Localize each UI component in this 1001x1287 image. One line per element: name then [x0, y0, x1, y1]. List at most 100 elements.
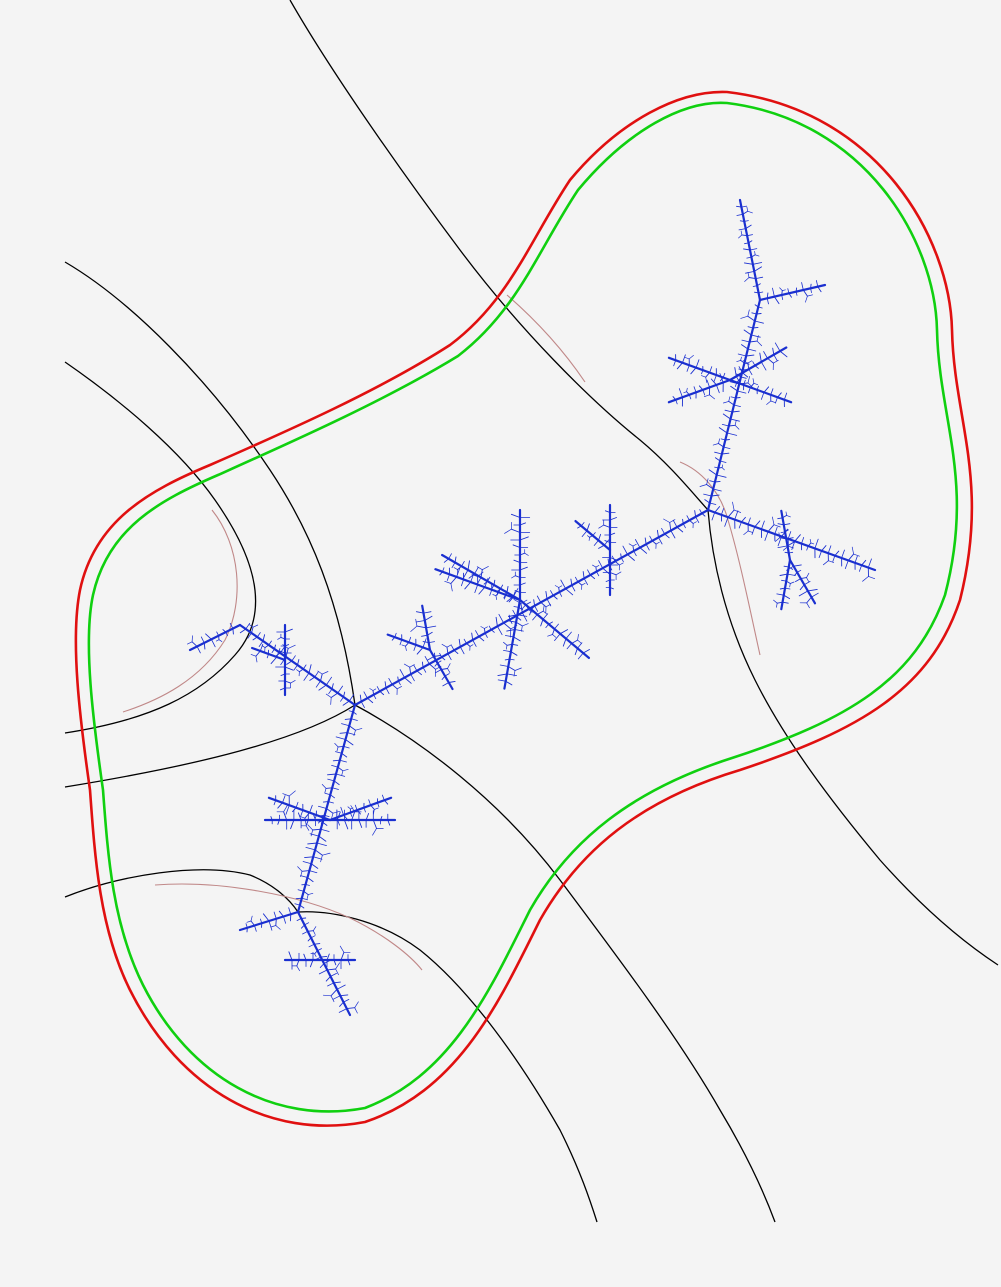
dendrite-segment: [699, 509, 703, 514]
dendrite-segment: [505, 644, 508, 650]
dendrite-segment: [723, 401, 730, 404]
dendrite-segment: [519, 522, 526, 526]
dendrite-segment: [799, 584, 805, 591]
dendrite-segment: [454, 556, 457, 563]
dendrite-segment: [399, 639, 403, 646]
external-ray-bottom: [297, 911, 598, 1223]
dendrite-segment: [859, 564, 862, 572]
dendrite-segment: [780, 531, 786, 533]
dendrite-segment: [730, 418, 740, 422]
dendrite-segment: [560, 579, 566, 590]
dendrite-segment: [397, 680, 401, 686]
dendrite-segment: [785, 511, 787, 516]
dendrite-segment: [756, 283, 761, 287]
dendrite-segment: [793, 564, 802, 567]
dendrite-segment: [738, 521, 742, 529]
dendrite-segment: [782, 601, 789, 604]
dendrite-segment: [510, 651, 518, 656]
dendrite-segment: [777, 392, 782, 398]
dendrite-segment: [310, 863, 319, 869]
dendrite-segment: [619, 562, 624, 566]
dendrite-segment: [809, 539, 812, 544]
dendrite-segment: [832, 555, 836, 562]
dendrite-segment: [340, 696, 344, 702]
dendrite-segment: [764, 531, 769, 541]
dendrite-segment: [675, 399, 678, 405]
dendrite-segment: [504, 635, 514, 638]
dendrite-segment: [434, 669, 442, 674]
dendrite-segment: [354, 1007, 358, 1014]
dendrite-segment: [332, 810, 341, 814]
dendrite-segment: [507, 666, 516, 671]
dendrite-segment: [728, 400, 735, 406]
dendrite-segment: [416, 670, 422, 676]
dendrite-segment: [277, 802, 283, 809]
dendrite-segment: [756, 313, 762, 315]
dendrite-segment: [787, 531, 792, 540]
dendrite-segment: [781, 294, 784, 301]
dendrite-segment: [598, 533, 602, 541]
dendrite-segment: [778, 532, 781, 539]
dendrite-segment: [552, 628, 555, 635]
dendrite-segment: [474, 566, 479, 575]
dendrite-segment: [806, 545, 809, 551]
dendrite-segment: [352, 711, 357, 715]
dendrite-segment: [326, 968, 337, 971]
dendrite-segment: [503, 622, 512, 630]
dendrite-segment: [706, 508, 877, 572]
dendrite-segment: [661, 528, 665, 535]
dendrite-segment: [807, 294, 814, 297]
dendrite-segment: [239, 628, 247, 634]
dendrite-segment: [701, 512, 706, 517]
dendrite-segment: [774, 537, 781, 542]
dendrite-segment: [779, 350, 788, 358]
dendrite-segment: [475, 630, 480, 637]
dendrite-segment: [335, 773, 346, 777]
dendrite-segment: [714, 480, 721, 483]
dendrite-segment: [615, 571, 622, 576]
dendrite-segment: [783, 523, 791, 526]
dendrite-segment: [446, 644, 452, 648]
dendrite-segment: [273, 911, 277, 920]
dendrite-segment: [497, 679, 507, 682]
dendrite-segment: [312, 856, 323, 860]
dendrite-segment: [633, 550, 637, 557]
dendrite-segment: [296, 918, 302, 921]
dendrite-segment: [492, 594, 497, 597]
dendrite-segment: [712, 488, 722, 492]
dendrite-segment: [515, 621, 523, 627]
dendrite-segment: [565, 631, 572, 639]
dendrite-segment: [363, 691, 368, 699]
dendrite-segment: [283, 811, 288, 821]
dendrite-segment: [351, 811, 356, 821]
dendrite-segment: [552, 595, 558, 600]
dendrite-segment: [322, 994, 332, 997]
dendrite-segment: [719, 373, 724, 383]
dendrite-segment: [740, 315, 749, 319]
dendrite-segment: [545, 623, 550, 628]
dendrite-segment: [360, 701, 365, 708]
dendrite-segment: [709, 394, 715, 400]
dendrite-segment: [328, 688, 333, 695]
dendrite-segment: [598, 524, 605, 529]
dendrite-segment: [527, 608, 533, 613]
dendrite-segment: [348, 694, 355, 702]
dendrite-segment: [347, 806, 351, 810]
dendrite-segment: [519, 552, 526, 556]
dendrite-segment: [368, 799, 372, 806]
dendrite-segment: [318, 684, 327, 691]
dendrite-segment: [521, 623, 529, 627]
dendrite-segment: [271, 648, 275, 653]
dendrite-segment: [245, 622, 251, 630]
dendrite-segment: [596, 571, 600, 577]
dendrite-segment: [512, 591, 516, 598]
dendrite-segment: [604, 510, 611, 513]
dendrite-segment: [752, 285, 758, 287]
dendrite-segment: [747, 210, 753, 214]
dendrite-segment: [520, 603, 523, 614]
dendrite-segment: [299, 904, 305, 909]
dendrite-segment: [728, 346, 788, 382]
dendrite-segment: [330, 973, 337, 977]
dendrite-segment: [453, 567, 458, 570]
dendrite-segment: [749, 248, 758, 251]
